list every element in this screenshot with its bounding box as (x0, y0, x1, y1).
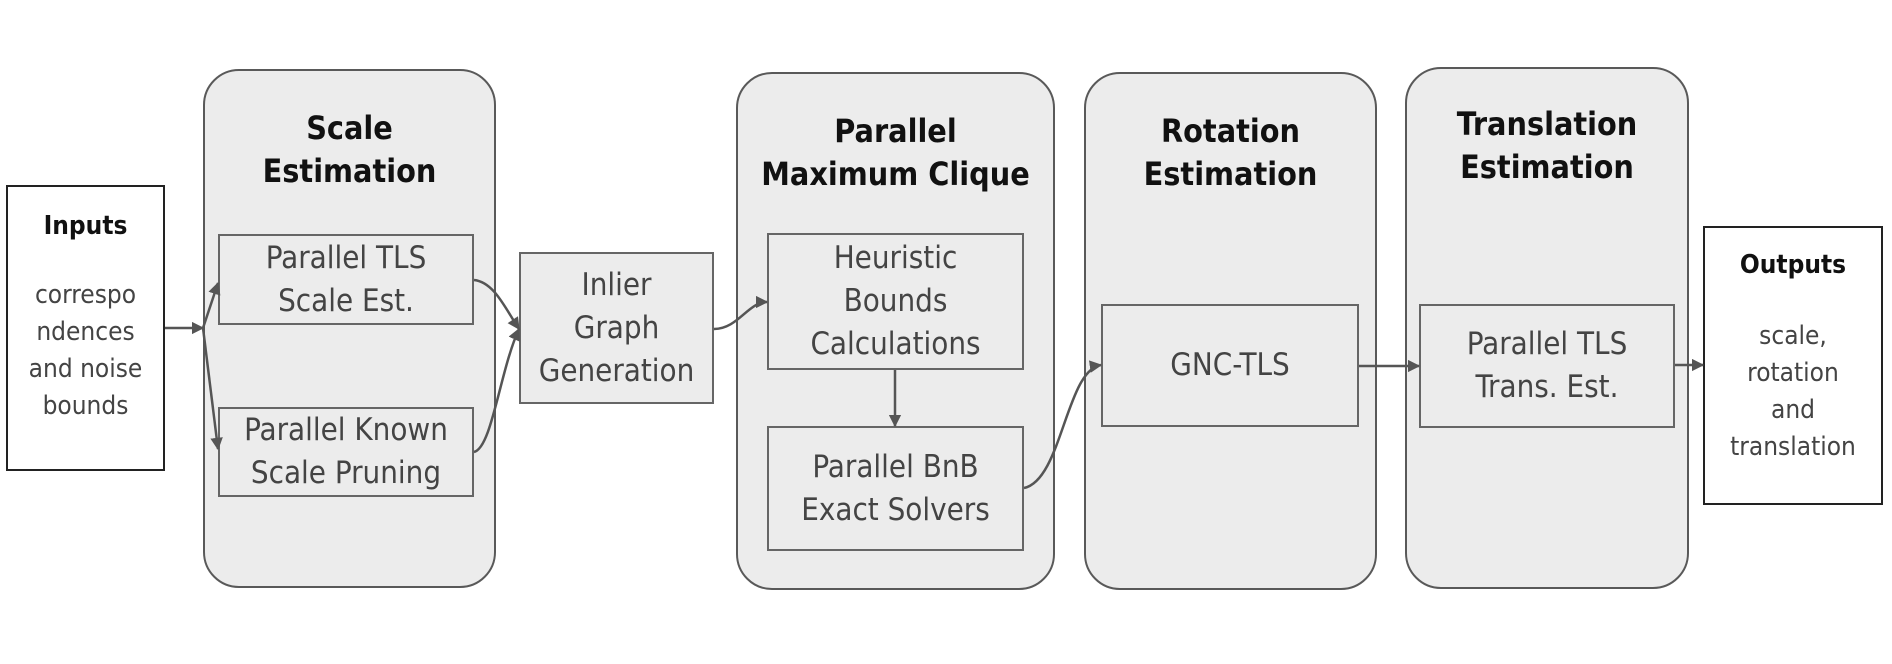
known-scale-pruning-label: Parallel Known Scale Pruning (244, 412, 448, 491)
parallel-tls-trans-label: Parallel TLS Trans. Est. (1466, 326, 1628, 405)
inputs-text: correspo ndences and noise bounds (28, 280, 143, 421)
parallel-tls-scale-box: Parallel TLS Scale Est. (218, 234, 474, 325)
inlier-graph-generation-box: Inlier Graph Generation (519, 252, 714, 404)
outputs-text: scale, rotation and translation (1730, 321, 1856, 462)
translation-estimation-title: Translation Estimation (1456, 105, 1638, 186)
bnb-exact-solvers-label: Parallel BnB Exact Solvers (801, 448, 990, 528)
inputs-box: Inputs correspo ndences and noise bounds (6, 185, 165, 471)
bnb-exact-solvers-box: Parallel BnB Exact Solvers (767, 426, 1024, 551)
heuristic-bounds-box: Heuristic Bounds Calculations (767, 233, 1024, 370)
inlier-graph-generation-label: Inlier Graph Generation (538, 266, 695, 389)
gnc-tls-box: GNC-TLS (1101, 304, 1359, 427)
heuristic-bounds-label: Heuristic Bounds Calculations (810, 240, 981, 362)
outputs-title: Outputs (1739, 250, 1847, 280)
outputs-box: Outputs scale, rotation and translation (1703, 226, 1883, 505)
scale-estimation-title: Scale Estimation (262, 109, 437, 190)
inputs-title: Inputs (43, 211, 128, 241)
scale-estimation-stage: Scale Estimation (203, 69, 496, 588)
parallel-tls-trans-box: Parallel TLS Trans. Est. (1419, 304, 1675, 428)
gnc-tls-label: GNC-TLS (1170, 347, 1290, 383)
rotation-estimation-title: Rotation Estimation (1143, 112, 1318, 193)
parallel-tls-scale-label: Parallel TLS Scale Est. (265, 239, 427, 319)
known-scale-pruning-box: Parallel Known Scale Pruning (218, 407, 474, 497)
maximum-clique-title: Parallel Maximum Clique (761, 112, 1030, 193)
